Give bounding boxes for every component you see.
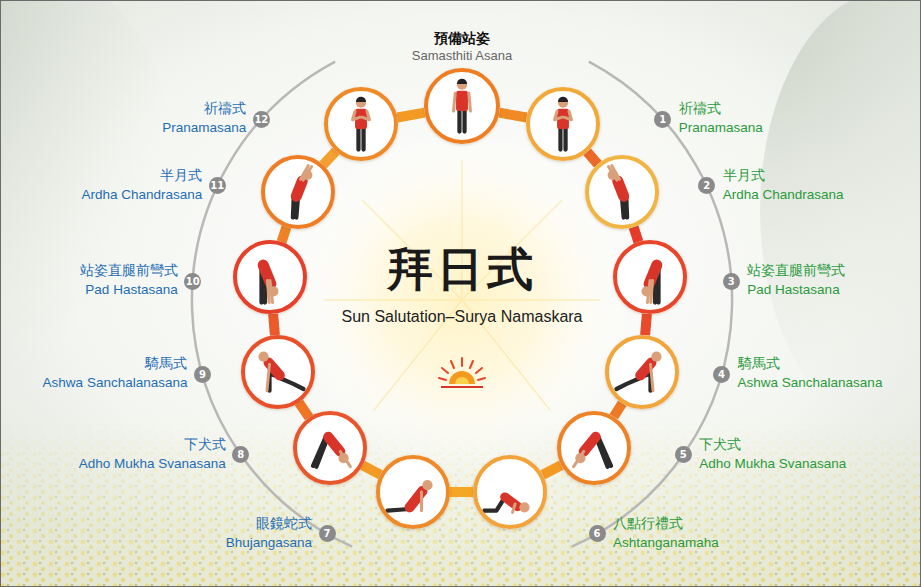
ring-band: [323, 151, 336, 165]
callout-number: 2: [698, 177, 715, 194]
pose-name-chinese: 騎馬式: [738, 355, 780, 372]
pose-name-sanskrit: Ashtanganamaha: [613, 535, 719, 551]
pose-name-sanskrit: Bhujangasana: [226, 535, 312, 551]
pose-name-chinese: 半月式: [723, 166, 765, 183]
pose-name-sanskrit: Adho Mukha Svanasana: [699, 456, 846, 472]
pose-circle: 半月式Ardha Chandrasana: [261, 155, 335, 229]
pose-figure: [243, 337, 313, 407]
pose-figure: [263, 157, 333, 227]
pose-name-sanskrit: Adho Mukha Svanasana: [79, 456, 226, 472]
ring-band: [587, 152, 598, 164]
ring-band: [634, 227, 639, 242]
pose-figure: [607, 337, 677, 407]
pose-name-sanskrit: Ardha Chandrasana: [81, 187, 202, 203]
pose-name-sanskrit: Ardha Chandrasana: [723, 187, 844, 203]
ring-band: [282, 227, 287, 242]
callout-number: 4: [713, 366, 730, 383]
pose-figure: [326, 89, 396, 159]
pose-name-sanskrit: Pranamasana: [679, 120, 763, 136]
callout-number: 9: [194, 366, 211, 383]
pose-circle: 祈禱式Pranamasana: [526, 87, 600, 161]
pose-circle: 預備站姿Samasthiti Asana: [424, 68, 500, 144]
subtitle: Sun Salutation–Surya Namaskara: [341, 307, 582, 326]
logo-sun: [439, 358, 485, 388]
pose-circle: 站姿直腿前彎式Pad Hastasana: [233, 240, 307, 314]
pose-figure: [587, 157, 657, 227]
pose-figure: [235, 242, 305, 312]
pose-name-chinese: 站姿直腿前彎式: [80, 262, 178, 279]
callout-number: 3: [723, 273, 740, 290]
pose-name-chinese: 騎馬式: [145, 355, 187, 372]
pose-name-chinese: 眼鏡蛇式: [256, 514, 312, 531]
pose-figure: [426, 70, 498, 142]
ring-band: [499, 113, 526, 118]
callout-number: 7: [319, 525, 336, 542]
pose-name-chinese: 下犬式: [184, 435, 226, 452]
pose-name-chinese: 祈禱式: [204, 100, 246, 117]
pose-circle: 下犬式Adho Mukha Svanasana: [293, 411, 367, 485]
pose-name-chinese: 八點行禮式: [613, 514, 683, 531]
pose-name-sanskrit: Pad Hastasana: [85, 282, 177, 298]
sun-rays: [324, 160, 600, 410]
callout-number: 1: [654, 111, 671, 128]
ring-band: [397, 113, 424, 118]
callout-number: 10: [184, 273, 201, 290]
pose-name-sanskrit: Ashwa Sanchalanasana: [738, 375, 883, 391]
pose-circle: 祈禱式Pranamasana: [324, 87, 398, 161]
pose-circle: 騎馬式Ashwa Sanchalanasana: [605, 335, 679, 409]
ring-band: [450, 487, 473, 497]
ring-band: [645, 314, 647, 335]
pose-name-sanskrit: Pad Hastasana: [747, 282, 839, 298]
pose-circle: 站姿直腿前彎式Pad Hastasana: [613, 240, 687, 314]
diagram-title: 拜日式: [387, 242, 537, 297]
pose-name-chinese: 預備站姿: [434, 30, 490, 47]
pose-figure: [559, 413, 629, 483]
ring-band: [363, 465, 381, 474]
pose-name-chinese: 半月式: [160, 166, 202, 183]
pose-name-sanskrit: Ashwa Sanchalanasana: [43, 375, 188, 391]
pose-circle: 下犬式Adho Mukha Svanasana: [557, 411, 631, 485]
pose-name-chinese: 祈禱式: [679, 100, 721, 117]
pose-circle: 騎馬式Ashwa Sanchalanasana: [241, 335, 315, 409]
callout-number: 11: [209, 177, 226, 194]
ring-band: [614, 403, 622, 416]
pose-figure: [378, 457, 448, 527]
pose-name-chinese: 站姿直腿前彎式: [747, 262, 845, 279]
callout-number: 12: [253, 111, 270, 128]
ring-band: [299, 403, 309, 418]
pose-figure: [475, 457, 545, 527]
pose-figure: [615, 242, 685, 312]
callout-number: 5: [675, 446, 692, 463]
pose-figure: [528, 89, 598, 159]
pose-figure: [295, 413, 365, 483]
pose-name-sanskrit: Samasthiti Asana: [412, 48, 512, 64]
pose-name-sanskrit: Pranamasana: [162, 120, 246, 136]
pose-circle: 眼鏡蛇式Bhujangasana: [376, 455, 450, 529]
callout-number: 6: [589, 525, 606, 542]
callout-number: 8: [232, 446, 249, 463]
pose-circle: 半月式Ardha Chandrasana: [585, 155, 659, 229]
pose-name-chinese: 下犬式: [699, 435, 741, 452]
pose-circle: 八點行禮式Ashtanganamaha: [473, 455, 547, 529]
tree-haze: [760, 0, 921, 430]
ring-band: [273, 314, 275, 335]
ring-band: [543, 465, 561, 475]
